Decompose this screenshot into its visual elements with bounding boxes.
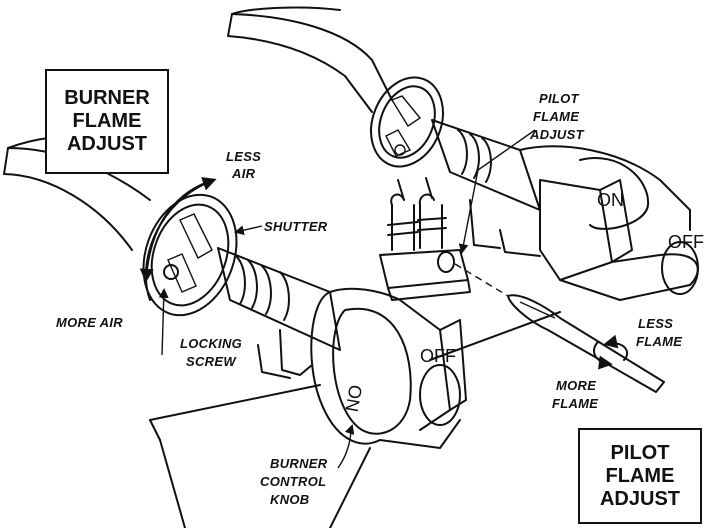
- more-flame-arrow: [603, 334, 629, 361]
- pilot-box-line-2: FLAME: [605, 464, 675, 487]
- pilot-flame-adjust-box: PILOT FLAME ADJUST: [578, 428, 702, 524]
- front-valve-shaft: [217, 247, 341, 351]
- screwdriver-tool: [454, 263, 665, 393]
- rear-valve-body: [431, 119, 699, 301]
- burner-flame-adjust-box: BURNER FLAME ADJUST: [45, 69, 169, 174]
- less-flame-label: LESS FLAME: [636, 316, 682, 349]
- burner-box-line-2: FLAME: [72, 110, 142, 132]
- front-burner-control-knob: [257, 287, 467, 449]
- rear-air-shutter: [370, 76, 444, 168]
- less-flame-arrow: [593, 341, 613, 370]
- rear-burner-tube: [227, 6, 393, 113]
- front-air-shutter: [142, 193, 238, 317]
- burner-box-line-3: ADJUST: [66, 133, 147, 155]
- burner-control-knob-leader: [337, 424, 355, 469]
- more-air-arrow: [139, 179, 215, 283]
- more-flame-label: MORE FLAME: [552, 378, 600, 411]
- burner-control-knob-label: BURNER CONTROL KNOB: [260, 456, 331, 507]
- front-base-outline: [149, 311, 561, 528]
- pilot-gas-fittings: [379, 177, 471, 301]
- front-knob-off-mark: OFF: [420, 346, 456, 366]
- pilot-flame-adjust-label: PILOT FLAME ADJUST: [529, 91, 585, 142]
- front-knob-on-mark: ON: [341, 383, 365, 413]
- burner-box-line-1: BURNER: [64, 87, 150, 109]
- rear-knob-off-mark: OFF: [668, 232, 704, 252]
- pilot-adjust-screw: [437, 251, 455, 273]
- shutter-leader: [234, 225, 263, 236]
- locking-screw-label: LOCKING SCREW: [180, 336, 246, 369]
- locking-screw: [163, 264, 179, 280]
- rear-knob-on-mark: ON: [597, 190, 624, 210]
- pilot-flame-adjust-leader: [458, 129, 536, 254]
- pilot-box-line-3: ADJUST: [599, 487, 680, 510]
- leader-lines: [139, 129, 629, 469]
- pilot-box-line-1: PILOT: [610, 441, 670, 464]
- more-air-label: MORE AIR: [56, 315, 123, 330]
- shutter-label: SHUTTER: [264, 219, 328, 234]
- locking-screw-leader: [158, 288, 169, 356]
- less-air-label: LESS AIR: [226, 149, 265, 181]
